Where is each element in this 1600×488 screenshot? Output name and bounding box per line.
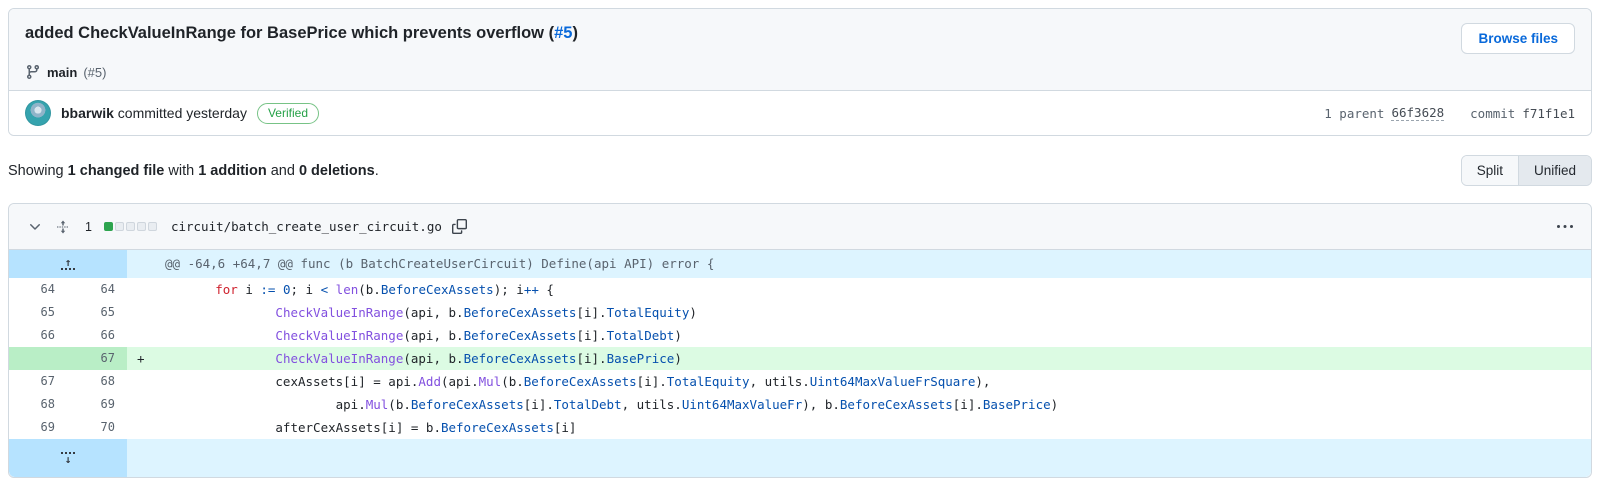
diff-line-context: 67 68 cexAssets[i] = api.Add(api.Mul(b.Be… (9, 370, 1591, 393)
diff-square-empty (125, 222, 135, 231)
diff-table: ↑ @@ -64,6 +64,7 @@ func (b BatchCreateUs… (9, 250, 1591, 477)
expander-fill (127, 439, 1591, 477)
new-line-number[interactable]: 70 (100, 420, 115, 434)
split-view-button[interactable]: Split (1461, 156, 1518, 185)
diff-sign (127, 370, 155, 393)
branch-pr-ref: (#5) (83, 64, 107, 80)
expand-down-icon: ↓ (61, 452, 75, 465)
copy-path-button[interactable] (450, 217, 469, 236)
diff-file-box: 1 circuit/batch_create_user_circuit.go ↑… (8, 203, 1592, 478)
code-line: afterCexAssets[i] = b.BeforeCexAssets[i] (155, 420, 577, 435)
commit-title-section: added CheckValueInRange for BasePrice wh… (9, 9, 1591, 91)
code-line: CheckValueInRange(api, b.BeforeCexAssets… (155, 347, 1591, 370)
code-line: api.Mul(b.BeforeCexAssets[i].TotalDebt, … (155, 397, 1059, 412)
expand-up-icon: ↑ (61, 257, 75, 270)
commit-meta-row: bbarwik committed yesterday Verified 1 p… (9, 91, 1591, 135)
commit-sha-group: 1 parent 66f3628 commit f71f1e1 (1324, 105, 1575, 121)
parent-label: 1 parent (1324, 105, 1385, 121)
diff-sign (127, 301, 155, 324)
diff-line-added: 67+ CheckValueInRange(api, b.BeforeCexAs… (9, 347, 1591, 370)
expand-hunk-down-button[interactable]: ↓ (9, 439, 127, 477)
diff-line-context: 64 64 for i := 0; i < len(b.BeforeCexAsse… (9, 278, 1591, 301)
diff-sign (127, 278, 155, 301)
drag-handle-button[interactable] (53, 217, 73, 237)
branch-row: main (#5) (25, 64, 1575, 80)
diff-summary: Showing 1 changed file with 1 addition a… (8, 163, 379, 179)
new-line-number[interactable]: 64 (100, 282, 115, 296)
old-line-number[interactable]: 66 (40, 328, 55, 342)
parent-sha-link[interactable]: 66f3628 (1391, 105, 1445, 121)
commit-header-box: added CheckValueInRange for BasePrice wh… (8, 8, 1592, 136)
diff-expander-row: ↓ (9, 439, 1591, 477)
diff-square-added (103, 222, 113, 231)
unified-view-button[interactable]: Unified (1517, 156, 1591, 185)
diff-sign: + (127, 347, 155, 370)
verified-badge[interactable]: Verified (256, 102, 319, 124)
summary-additions: 1 addition (198, 162, 267, 179)
hunk-header-text: @@ -64,6 +64,7 @@ func (b BatchCreateUse… (127, 250, 1591, 278)
move-vertical-icon (55, 219, 71, 235)
old-line-number[interactable]: 69 (40, 420, 55, 434)
code-line: for i := 0; i < len(b.BeforeCexAssets); … (215, 282, 554, 297)
new-line-number[interactable]: 65 (100, 305, 115, 319)
git-branch-icon (25, 64, 41, 80)
old-line-number[interactable]: 64 (40, 282, 55, 296)
summary-prefix: Showing (8, 162, 68, 179)
file-name[interactable]: circuit/batch_create_user_circuit.go (170, 219, 442, 234)
diff-sign (127, 393, 155, 416)
diff-view-toggle: Split Unified (1460, 155, 1592, 186)
new-line-number[interactable]: 68 (100, 374, 115, 388)
diff-line-context: 66 66 CheckValueInRange(api, b.BeforeCexA… (9, 324, 1591, 347)
diff-line-context: 69 70 afterCexAssets[i] = b.BeforeCexAsse… (9, 416, 1591, 439)
new-line-number[interactable]: 67 (67, 347, 127, 370)
expand-hunk-up-button[interactable]: ↑ (9, 250, 127, 278)
chevron-down-icon (27, 219, 43, 235)
hunk-header-row: ↑ @@ -64,6 +64,7 @@ func (b BatchCreateUs… (9, 250, 1591, 278)
pr-number-link[interactable]: #5 (554, 24, 573, 42)
diff-sign (127, 416, 155, 439)
collapse-file-button[interactable] (25, 217, 45, 237)
diff-square-empty (114, 222, 124, 231)
new-line-number[interactable]: 66 (100, 328, 115, 342)
diff-stat-squares (103, 222, 157, 231)
old-line-number[interactable]: 65 (40, 305, 55, 319)
commit-label: commit (1470, 105, 1516, 121)
diff-square-empty (147, 222, 157, 231)
kebab-horizontal-icon (1557, 219, 1573, 235)
summary-changed-files: 1 changed file (67, 162, 165, 179)
diff-square-empty (136, 222, 146, 231)
page-title: added CheckValueInRange for BasePrice wh… (25, 21, 578, 45)
author-name[interactable]: bbarwik (61, 105, 114, 121)
code-line: cexAssets[i] = api.Add(api.Mul(b.BeforeC… (155, 374, 991, 389)
file-header: 1 circuit/batch_create_user_circuit.go (9, 204, 1591, 250)
file-options-button[interactable] (1555, 217, 1575, 237)
old-line-number[interactable]: 68 (40, 397, 55, 411)
code-line: CheckValueInRange(api, b.BeforeCexAssets… (275, 328, 682, 343)
code-line: CheckValueInRange(api, b.BeforeCexAssets… (275, 305, 697, 320)
diff-line-context: 65 65 CheckValueInRange(api, b.BeforeCexA… (9, 301, 1591, 324)
commit-title-text: added CheckValueInRange for BasePrice wh… (25, 24, 555, 42)
summary-deletions: 0 deletions (298, 162, 375, 179)
copy-icon (451, 219, 467, 234)
file-changes-count: 1 (85, 219, 92, 234)
summary-suffix: . (374, 162, 379, 179)
commit-author-line: bbarwik committed yesterday (61, 105, 247, 121)
old-line-number[interactable]: 67 (40, 374, 55, 388)
diff-summary-row: Showing 1 changed file with 1 addition a… (8, 155, 1592, 186)
avatar[interactable] (25, 100, 51, 126)
summary-mid1: with (164, 162, 199, 179)
new-line-number[interactable]: 69 (100, 397, 115, 411)
commit-action-text: committed yesterday (113, 105, 247, 121)
diff-line-context: 68 69 api.Mul(b.BeforeCexAssets[i].TotalD… (9, 393, 1591, 416)
branch-name[interactable]: main (47, 64, 78, 80)
commit-sha: f71f1e1 (1522, 105, 1575, 121)
commit-title-suffix: ) (572, 24, 578, 42)
diff-sign (127, 324, 155, 347)
browse-files-button[interactable]: Browse files (1461, 23, 1575, 54)
old-line-number[interactable] (9, 347, 67, 370)
summary-mid2: and (266, 162, 299, 179)
